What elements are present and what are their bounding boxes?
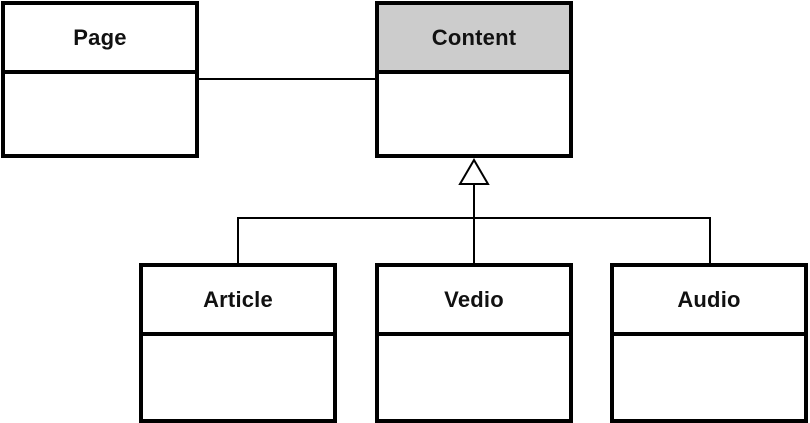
class-page-name: Page bbox=[5, 5, 195, 74]
class-vedio-name: Vedio bbox=[379, 267, 569, 336]
class-audio-name: Audio bbox=[614, 267, 804, 336]
generalization-arrowhead bbox=[458, 158, 490, 185]
class-content: Content bbox=[375, 1, 573, 158]
class-article: Article bbox=[139, 263, 337, 423]
class-vedio: Vedio bbox=[375, 263, 573, 423]
class-page: Page bbox=[1, 1, 199, 158]
class-audio: Audio bbox=[610, 263, 808, 423]
class-content-name: Content bbox=[379, 5, 569, 74]
class-article-name: Article bbox=[143, 267, 333, 336]
